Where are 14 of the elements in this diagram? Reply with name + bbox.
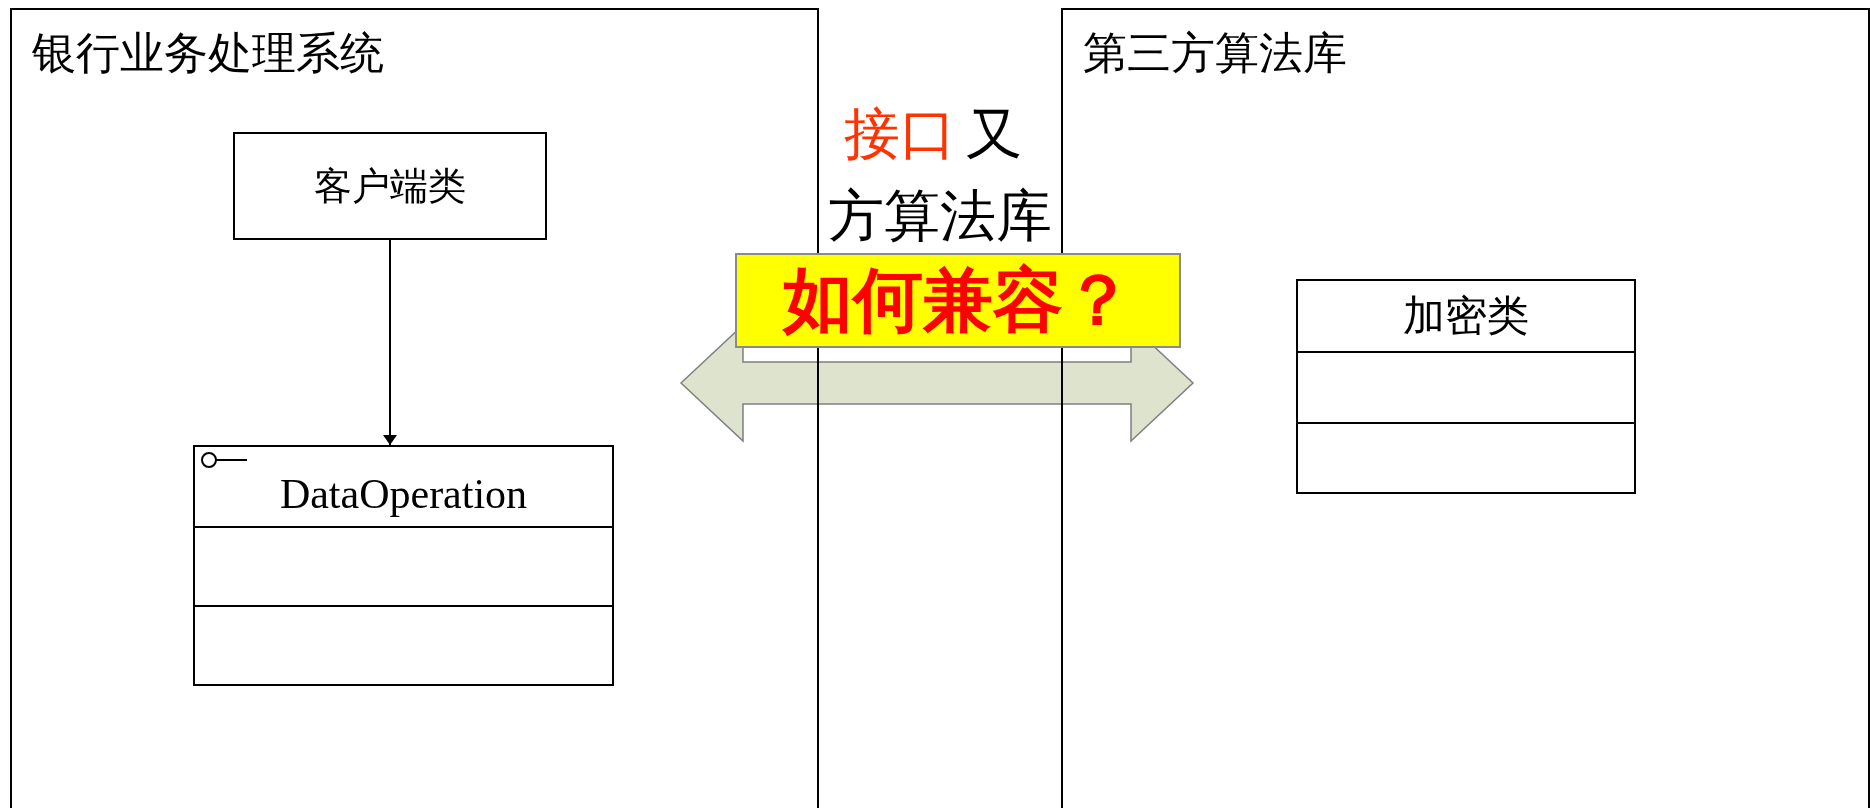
class-name: 客户端类 [314, 163, 466, 209]
system-title: 银行业务处理系统 [32, 28, 384, 80]
callout-text: 如何兼容？ [783, 257, 1133, 343]
callout-box [735, 253, 1181, 348]
class-name: 加密类 [1403, 292, 1529, 342]
arrow [385, 239, 395, 446]
class-box [193, 445, 614, 686]
system-title: 第三方算法库 [1083, 28, 1347, 80]
class-box [233, 132, 547, 240]
caption-text: 又 [966, 106, 1022, 162]
class-box [1296, 279, 1636, 494]
caption-text: 接口 [844, 106, 956, 162]
class-name: DataOperation [279, 469, 528, 518]
system-boundary-box [1061, 8, 1870, 808]
